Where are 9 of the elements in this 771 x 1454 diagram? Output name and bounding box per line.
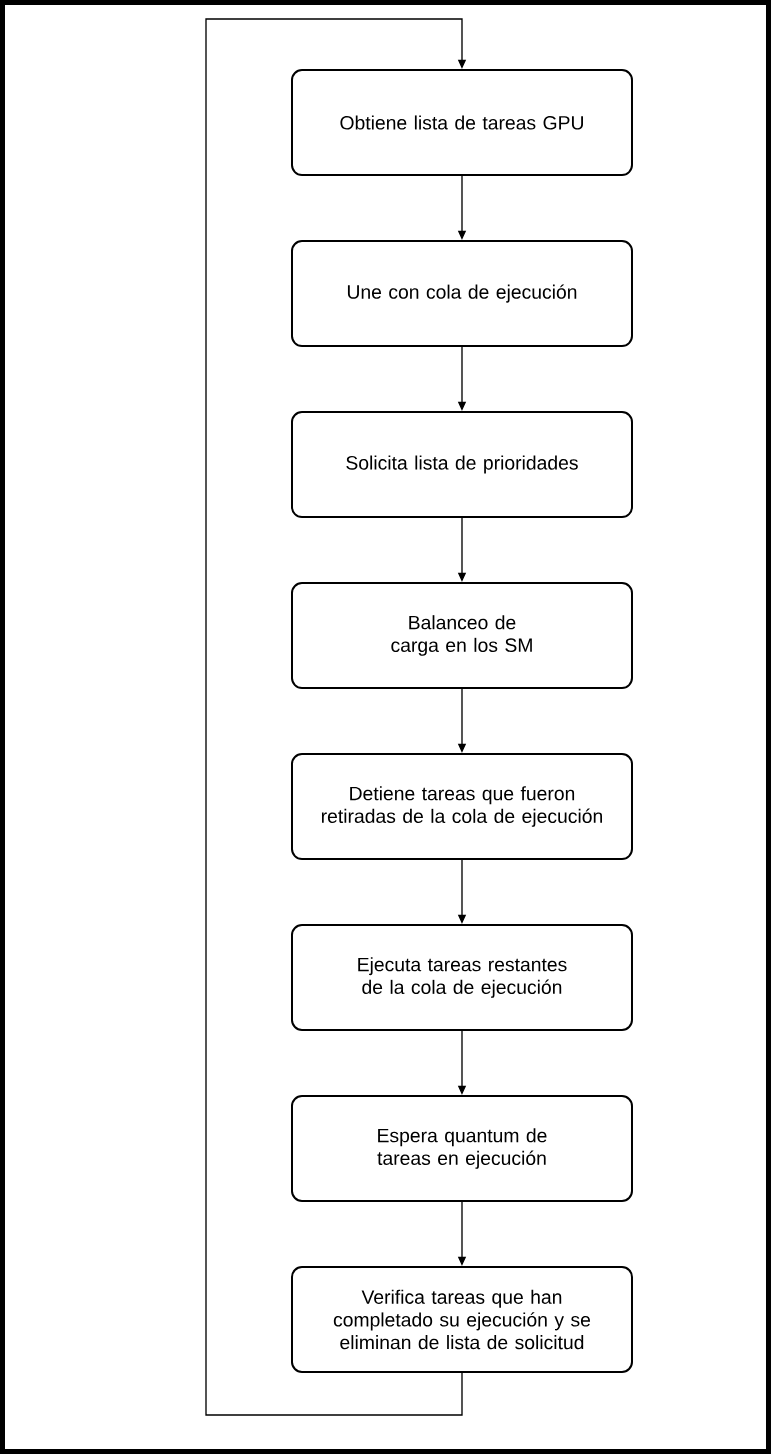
process-box: Une con cola de ejecución	[291, 240, 633, 347]
process-box: Ejecuta tareas restantes de la cola de ejecución	[291, 924, 633, 1031]
arrow	[205, 18, 467, 1416]
process-box: Espera quantum de tareas en ejecución	[291, 1095, 633, 1202]
process-box: Detiene tareas que fueron retiradas de la cola de ejecución	[291, 753, 633, 860]
process-box: Balanceo de carga en los SM	[291, 582, 633, 689]
process-box: Obtiene lista de tareas GPU	[291, 69, 633, 176]
process-box: Verifica tareas que han completado su ejecución y se eliminan de lista de solicitud	[291, 1266, 633, 1373]
process-box: Solicita lista de prioridades	[291, 411, 633, 518]
